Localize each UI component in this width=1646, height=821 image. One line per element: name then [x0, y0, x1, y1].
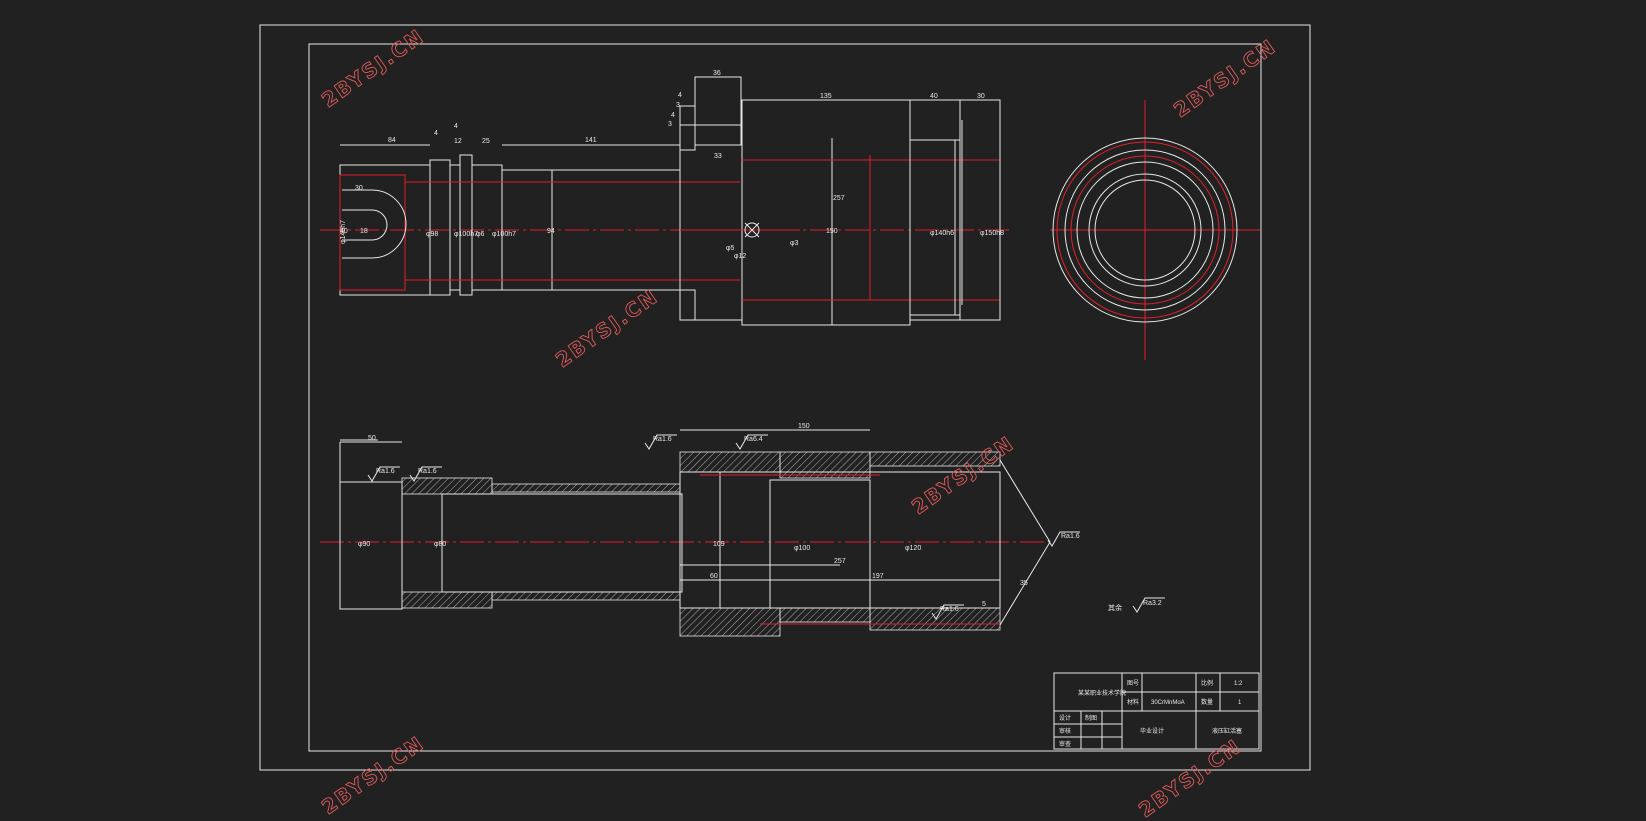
dim-d140h7: φ140h7 — [340, 220, 347, 244]
dim-30a: 30 — [977, 93, 985, 100]
dim-3a: 3 — [676, 102, 680, 109]
dim-257b: 257 — [834, 558, 846, 565]
dim-25: 25 — [482, 138, 490, 145]
dim-18: 18 — [360, 228, 368, 235]
dim-141: 141 — [585, 137, 597, 144]
label-checker: 审核 — [1059, 727, 1071, 735]
dim-d150h8: φ150h8 — [980, 230, 1004, 237]
inner-border — [308, 43, 1262, 752]
label-reviewer: 制图 — [1085, 714, 1097, 722]
label-approver: 审查 — [1059, 740, 1071, 748]
dim-60: 60 — [710, 573, 718, 580]
school-name: 某某职业技术学院 — [1078, 689, 1126, 697]
scale-value: 1:2 — [1234, 681, 1243, 687]
dim-d3: φ3 — [790, 240, 799, 247]
label-material: 材料 — [1127, 698, 1139, 706]
bottom-view-dims: 50 150 φ90 φ80 109 φ100 φ120 60 257 197 … — [358, 423, 1165, 620]
dim-d140h6: φ140h6 — [930, 230, 954, 237]
bottom-view — [320, 429, 1051, 637]
dim-33: 33 — [714, 153, 722, 160]
dim-84: 84 — [388, 137, 396, 144]
roughness-symbol: Ra1.6 — [931, 604, 964, 620]
roughness-symbol: Ra1.6 — [367, 466, 400, 482]
dim-d100h7a: φ100h7 — [454, 231, 478, 238]
material-value: 30CrMnMoA — [1151, 700, 1185, 706]
roughness-label-6: Ra1.6 — [940, 606, 959, 613]
dim-4b: 4 — [454, 123, 458, 130]
dim-4a: 4 — [434, 130, 438, 137]
end-view — [1050, 100, 1260, 360]
roughness-symbol: Ra1.6 — [1047, 531, 1080, 547]
course-label: 毕业设计 — [1140, 727, 1164, 735]
dim-d12: φ12 — [734, 253, 746, 260]
quantity-value: 1 — [1238, 700, 1242, 706]
general-roughness-note: 其余 Ra3.2 — [1108, 597, 1165, 613]
label-designer: 设计 — [1059, 714, 1071, 722]
dim-d100: φ100 — [794, 545, 810, 552]
roughness-label-3: Ra1.6 — [653, 436, 672, 443]
roughness-label-4: Ra6.4 — [744, 436, 763, 443]
dim-150: 150 — [826, 228, 838, 235]
dim-40: 40 — [930, 93, 938, 100]
dim-d98: φ98 — [426, 231, 438, 238]
dim-d6: φ6 — [476, 231, 485, 238]
roughness-label-5: Ra1.6 — [1061, 533, 1080, 540]
watermark-logo: 2BYSJ.CN — [551, 284, 663, 372]
general-roughness-value: Ra3.2 — [1143, 600, 1162, 607]
dim-150b: 150 — [798, 423, 810, 430]
label-scale: 比例 — [1201, 679, 1213, 687]
roughness-label-1: Ra1.6 — [376, 468, 395, 475]
dim-d80: φ80 — [434, 541, 446, 548]
watermark-logo: 2BYSJ.CN — [317, 731, 429, 819]
dim-d90: φ90 — [358, 541, 370, 548]
roughness-symbol: Ra1.6 — [644, 434, 677, 450]
watermark-logo: 2BYSJ.CN — [317, 24, 429, 112]
dim-40b: 40 — [340, 228, 348, 235]
dim-d120: φ120 — [905, 545, 921, 552]
label-quantity: 数量 — [1201, 698, 1213, 706]
dim-109: 109 — [713, 541, 725, 548]
drawing-name: 液压缸活塞 — [1212, 727, 1242, 735]
roughness-label-2: Ra1.6 — [418, 468, 437, 475]
dim-50: 50 — [368, 435, 376, 442]
outer-border — [259, 24, 1311, 771]
watermark-logo: 2BYSJ.CN — [1134, 734, 1246, 821]
dim-257: 257 — [833, 195, 845, 202]
dim-4c: 4 — [678, 92, 682, 99]
dim-5: 5 — [982, 601, 986, 608]
dim-30b: 30 — [355, 185, 363, 192]
dim-94: 94 — [547, 228, 555, 235]
top-view-dims: 84 4 4 12 25 141 36 4 3 4 3 135 40 30 33… — [340, 70, 1004, 260]
top-view — [320, 76, 1010, 326]
roughness-symbol: Ra1.6 — [409, 466, 442, 482]
watermark-logo: 2BYSJ.CN — [907, 431, 1019, 519]
dim-197: 197 — [872, 573, 884, 580]
general-roughness-label: 其余 — [1108, 603, 1122, 612]
dim-d5: φ5 — [726, 245, 735, 252]
label-figure-no: 图号 — [1127, 680, 1139, 687]
dim-36: 36 — [713, 70, 721, 77]
title-block: 某某职业技术学院 图号 比例 1:2 材料 30CrMnMoA 数量 1 设计 … — [1053, 672, 1260, 750]
dim-4d: 4 — [671, 112, 675, 119]
dim-35: 35 — [1020, 580, 1028, 587]
dim-12: 12 — [454, 138, 462, 145]
dim-d100h7b: φ100h7 — [492, 231, 516, 238]
dim-3b: 3 — [668, 121, 672, 128]
roughness-symbol: Ra6.4 — [735, 434, 768, 450]
dim-135: 135 — [820, 93, 832, 100]
watermark-logo: 2BYSJ.CN — [1169, 34, 1281, 122]
